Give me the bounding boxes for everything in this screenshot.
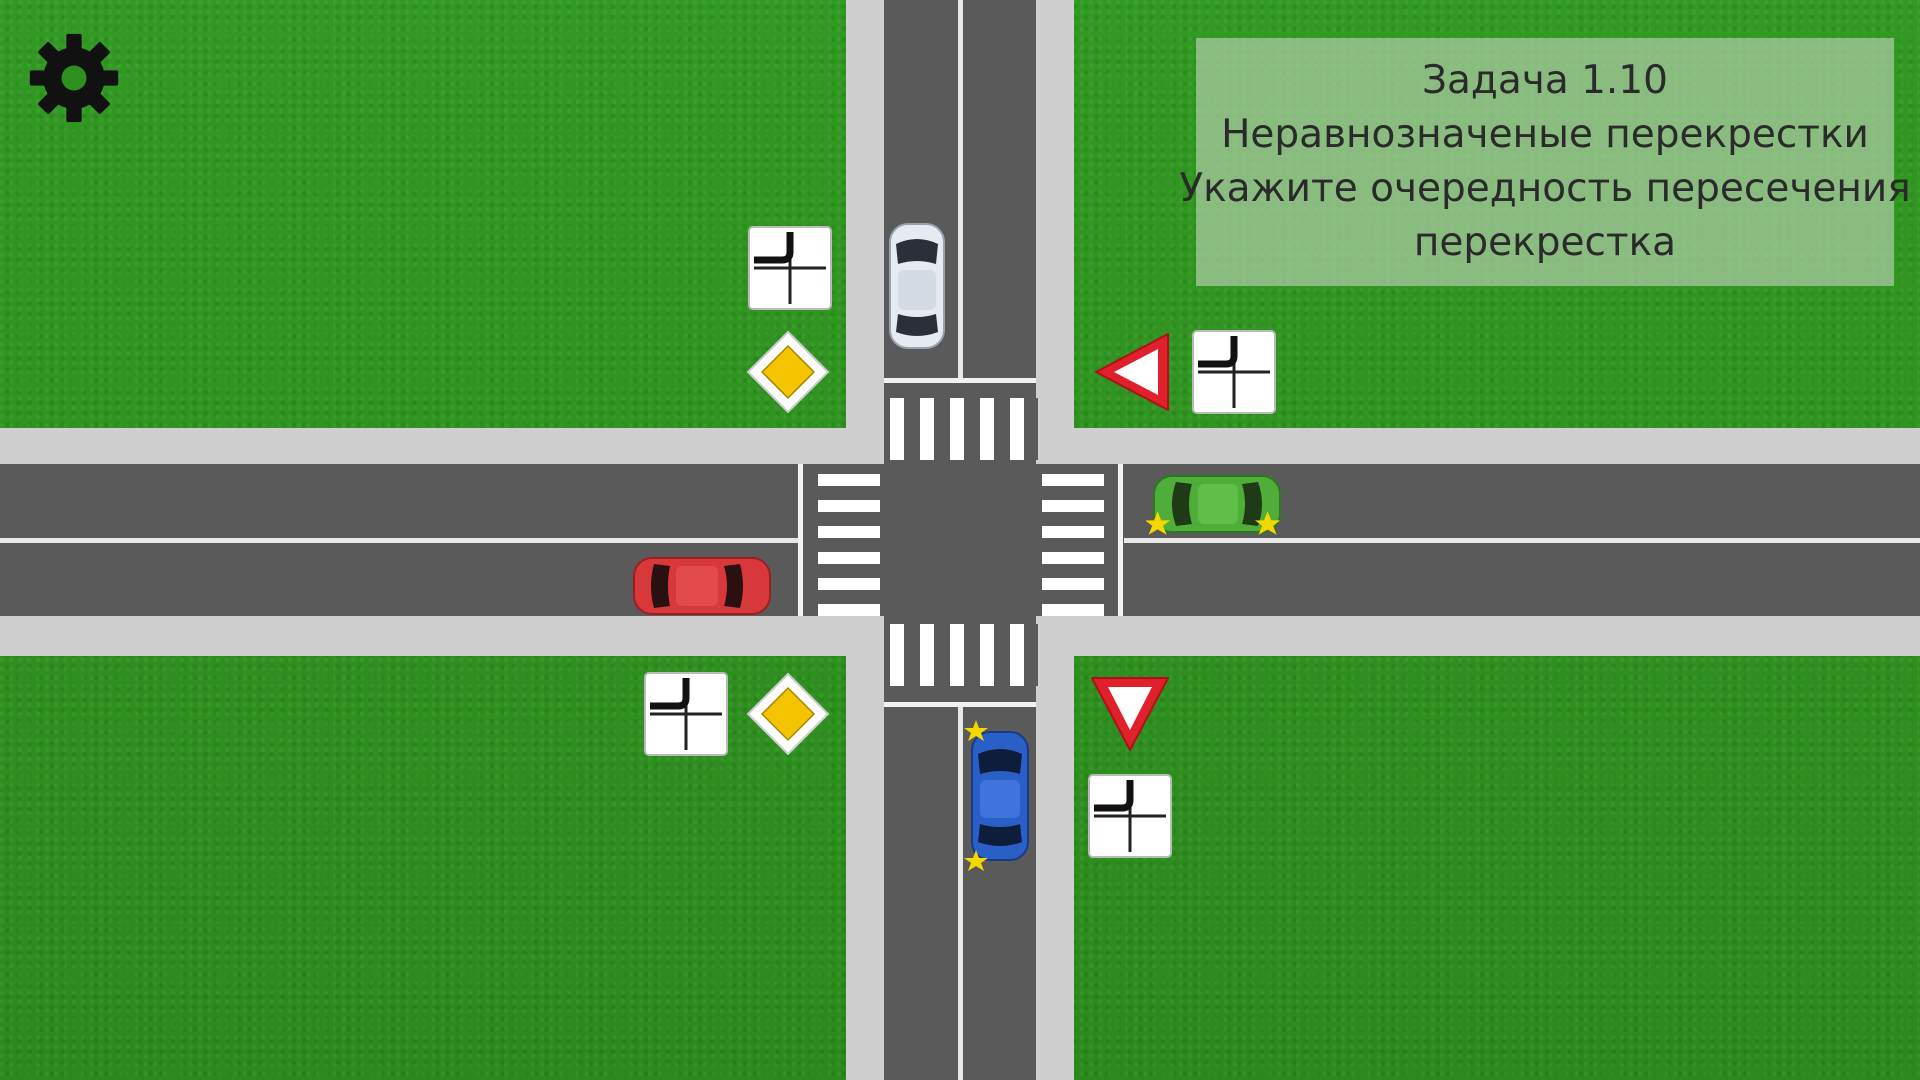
priority-road-icon	[746, 330, 830, 414]
crosswalk-east	[1042, 470, 1104, 616]
yield-sign-icon	[1095, 333, 1169, 411]
direction-plate-icon	[1088, 774, 1172, 858]
car-green[interactable]	[1146, 470, 1288, 542]
car-red[interactable]	[632, 556, 774, 616]
car-blue[interactable]	[964, 718, 1036, 874]
crosswalk-south	[890, 624, 1038, 686]
stop-line-south	[884, 702, 1036, 707]
center-line-vertical-top	[958, 0, 963, 380]
car-white[interactable]	[886, 220, 948, 352]
direction-plate-icon	[644, 672, 728, 756]
task-instruction-line1: Укажите очередность пересечения	[1179, 166, 1911, 211]
center-line-horizontal-right	[1124, 538, 1920, 543]
crosswalk-north	[890, 398, 1038, 460]
direction-plate-icon	[748, 226, 832, 310]
center-line-vertical-bottom	[958, 706, 963, 1080]
task-instruction-line2: перекрестка	[1413, 220, 1677, 265]
task-title: Задача 1.10	[1422, 58, 1668, 103]
stop-line-east	[1118, 464, 1123, 616]
gear-icon[interactable]	[26, 30, 122, 126]
stop-line-north	[884, 378, 1036, 383]
task-panel: Задача 1.10 Неравнозначеные перекрестки …	[1179, 38, 1911, 286]
stop-line-west	[798, 464, 803, 616]
priority-road-icon	[746, 672, 830, 756]
center-line-horizontal-left	[0, 538, 800, 543]
crosswalk-west	[818, 470, 880, 616]
direction-plate-icon	[1192, 330, 1276, 414]
task-subtitle: Неравнозначеные перекрестки	[1221, 112, 1869, 157]
yield-sign-icon	[1091, 677, 1169, 751]
